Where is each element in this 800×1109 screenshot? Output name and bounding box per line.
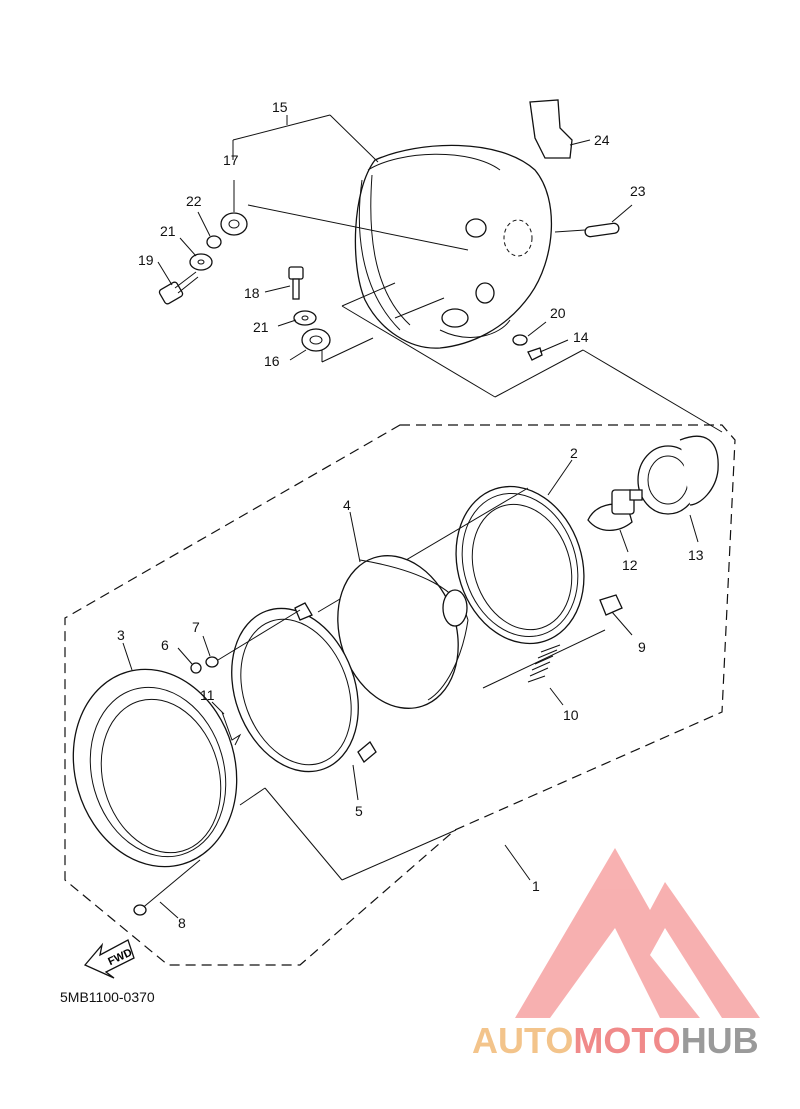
part-8-screw (133, 859, 201, 916)
diagram-code: 5MB1100-0370 (60, 989, 155, 1005)
label-18: 18 (244, 285, 260, 301)
label-5: 5 (355, 803, 363, 819)
part-7-washer (205, 656, 219, 668)
part-12-bulb (587, 489, 643, 532)
watermark-logo (515, 848, 760, 1018)
part-20-washer (512, 334, 528, 346)
part-4-lens (337, 555, 469, 709)
part-18-bolt (288, 266, 304, 300)
label-21-top: 21 (160, 223, 176, 239)
part-13-socket-cover (637, 435, 719, 515)
part-10-spring (527, 644, 561, 683)
part-24-sticker (529, 99, 573, 159)
label-1: 1 (532, 878, 540, 894)
assembly-outline (64, 424, 736, 966)
label-23: 23 (630, 183, 646, 199)
part-22-collar (206, 235, 222, 249)
fwd-arrow (83, 939, 135, 979)
part-9-clip (599, 594, 623, 616)
label-9: 9 (638, 639, 646, 655)
part-labels: 1 2 3 4 5 6 7 8 9 10 11 12 13 14 15 16 1… (117, 99, 704, 931)
label-13: 13 (688, 547, 704, 563)
part-17-grommet (220, 212, 248, 236)
label-8: 8 (178, 915, 186, 931)
label-3: 3 (117, 627, 125, 643)
part-3-trim-ring (72, 668, 238, 868)
label-7: 7 (192, 619, 200, 635)
label-4: 4 (343, 497, 351, 513)
brand-auto: AUTO (472, 1020, 573, 1061)
label-21-bottom: 21 (253, 319, 269, 335)
watermark-text: AUTOMOTOHUB (472, 1020, 759, 1061)
label-6: 6 (161, 637, 169, 653)
part-11-clip (221, 711, 242, 746)
label-20: 20 (550, 305, 566, 321)
label-15: 15 (272, 99, 288, 115)
part-16-grommet (301, 328, 331, 352)
label-24: 24 (594, 132, 610, 148)
label-14: 14 (573, 329, 589, 345)
label-11: 11 (200, 687, 215, 703)
part-23-pin (584, 222, 620, 238)
brand-moto: MOTO (573, 1020, 680, 1061)
part-2-rim (455, 485, 585, 645)
part-19-bolt (158, 271, 199, 305)
part-21-washer-top (189, 253, 213, 271)
svg-text:AUTOMOTOHUB: AUTOMOTOHUB (472, 1020, 759, 1061)
part-21-washer-bottom (293, 310, 317, 326)
label-10: 10 (563, 707, 579, 723)
label-16: 16 (264, 353, 280, 369)
label-2: 2 (570, 445, 578, 461)
label-22: 22 (186, 193, 202, 209)
label-19: 19 (138, 252, 154, 268)
part-5-ring (231, 602, 377, 773)
part-14-screw (527, 347, 543, 361)
part-6-screw (190, 662, 202, 674)
label-12: 12 (622, 557, 638, 573)
label-17: 17 (223, 152, 239, 168)
brand-hub: HUB (681, 1020, 759, 1061)
